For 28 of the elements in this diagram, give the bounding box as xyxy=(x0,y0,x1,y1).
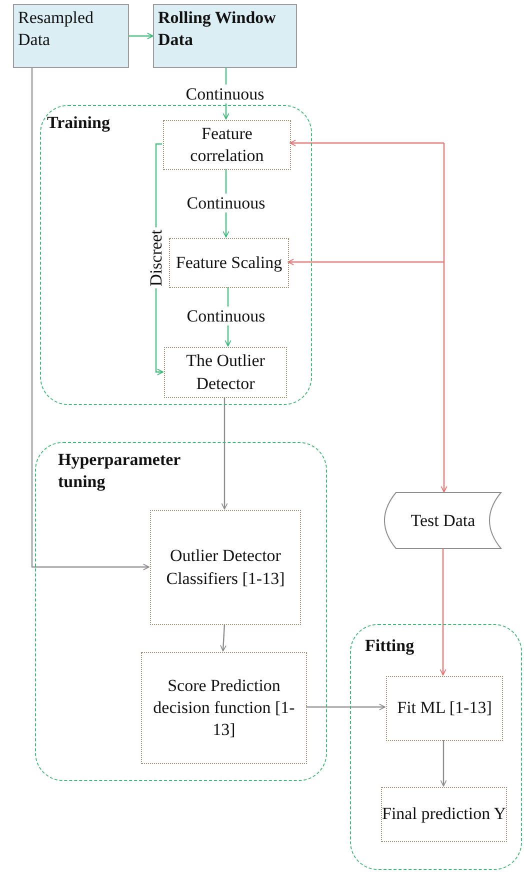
edge-label: Continuous xyxy=(184,194,268,212)
process-box: Fit ML [1-13] xyxy=(386,676,503,741)
process-box: Feature Scaling xyxy=(169,238,289,288)
process-box: Feature correlation xyxy=(163,120,291,170)
group-container xyxy=(350,624,522,870)
process-box: Final prediction Y xyxy=(381,787,507,842)
arrow xyxy=(31,68,150,570)
group-title: Hyperparameter tuning xyxy=(58,449,182,494)
node-label: Test Data xyxy=(410,510,476,530)
arrow xyxy=(306,704,386,710)
process-box: Score Prediction decision function [1-13] xyxy=(141,652,307,764)
group-title: Training xyxy=(47,112,111,134)
arrow xyxy=(221,397,228,510)
arrow xyxy=(290,140,444,146)
process-box: The Outlier Detector xyxy=(164,347,287,398)
arrow xyxy=(440,549,446,676)
arrow xyxy=(288,258,444,266)
group-container xyxy=(35,442,327,781)
arrow xyxy=(440,740,447,786)
arrow xyxy=(129,32,154,40)
data-box: Resampled Data xyxy=(13,4,129,68)
arrow xyxy=(220,624,227,652)
edge-label: Continuous xyxy=(184,84,266,104)
arrow xyxy=(440,143,448,492)
edge-label: Continuous xyxy=(184,306,268,326)
process-box: Outlier Detector Classifiers [1-13] xyxy=(150,510,301,625)
data-box: Rolling Window Data xyxy=(153,4,297,68)
group-title: Fitting xyxy=(365,635,416,657)
